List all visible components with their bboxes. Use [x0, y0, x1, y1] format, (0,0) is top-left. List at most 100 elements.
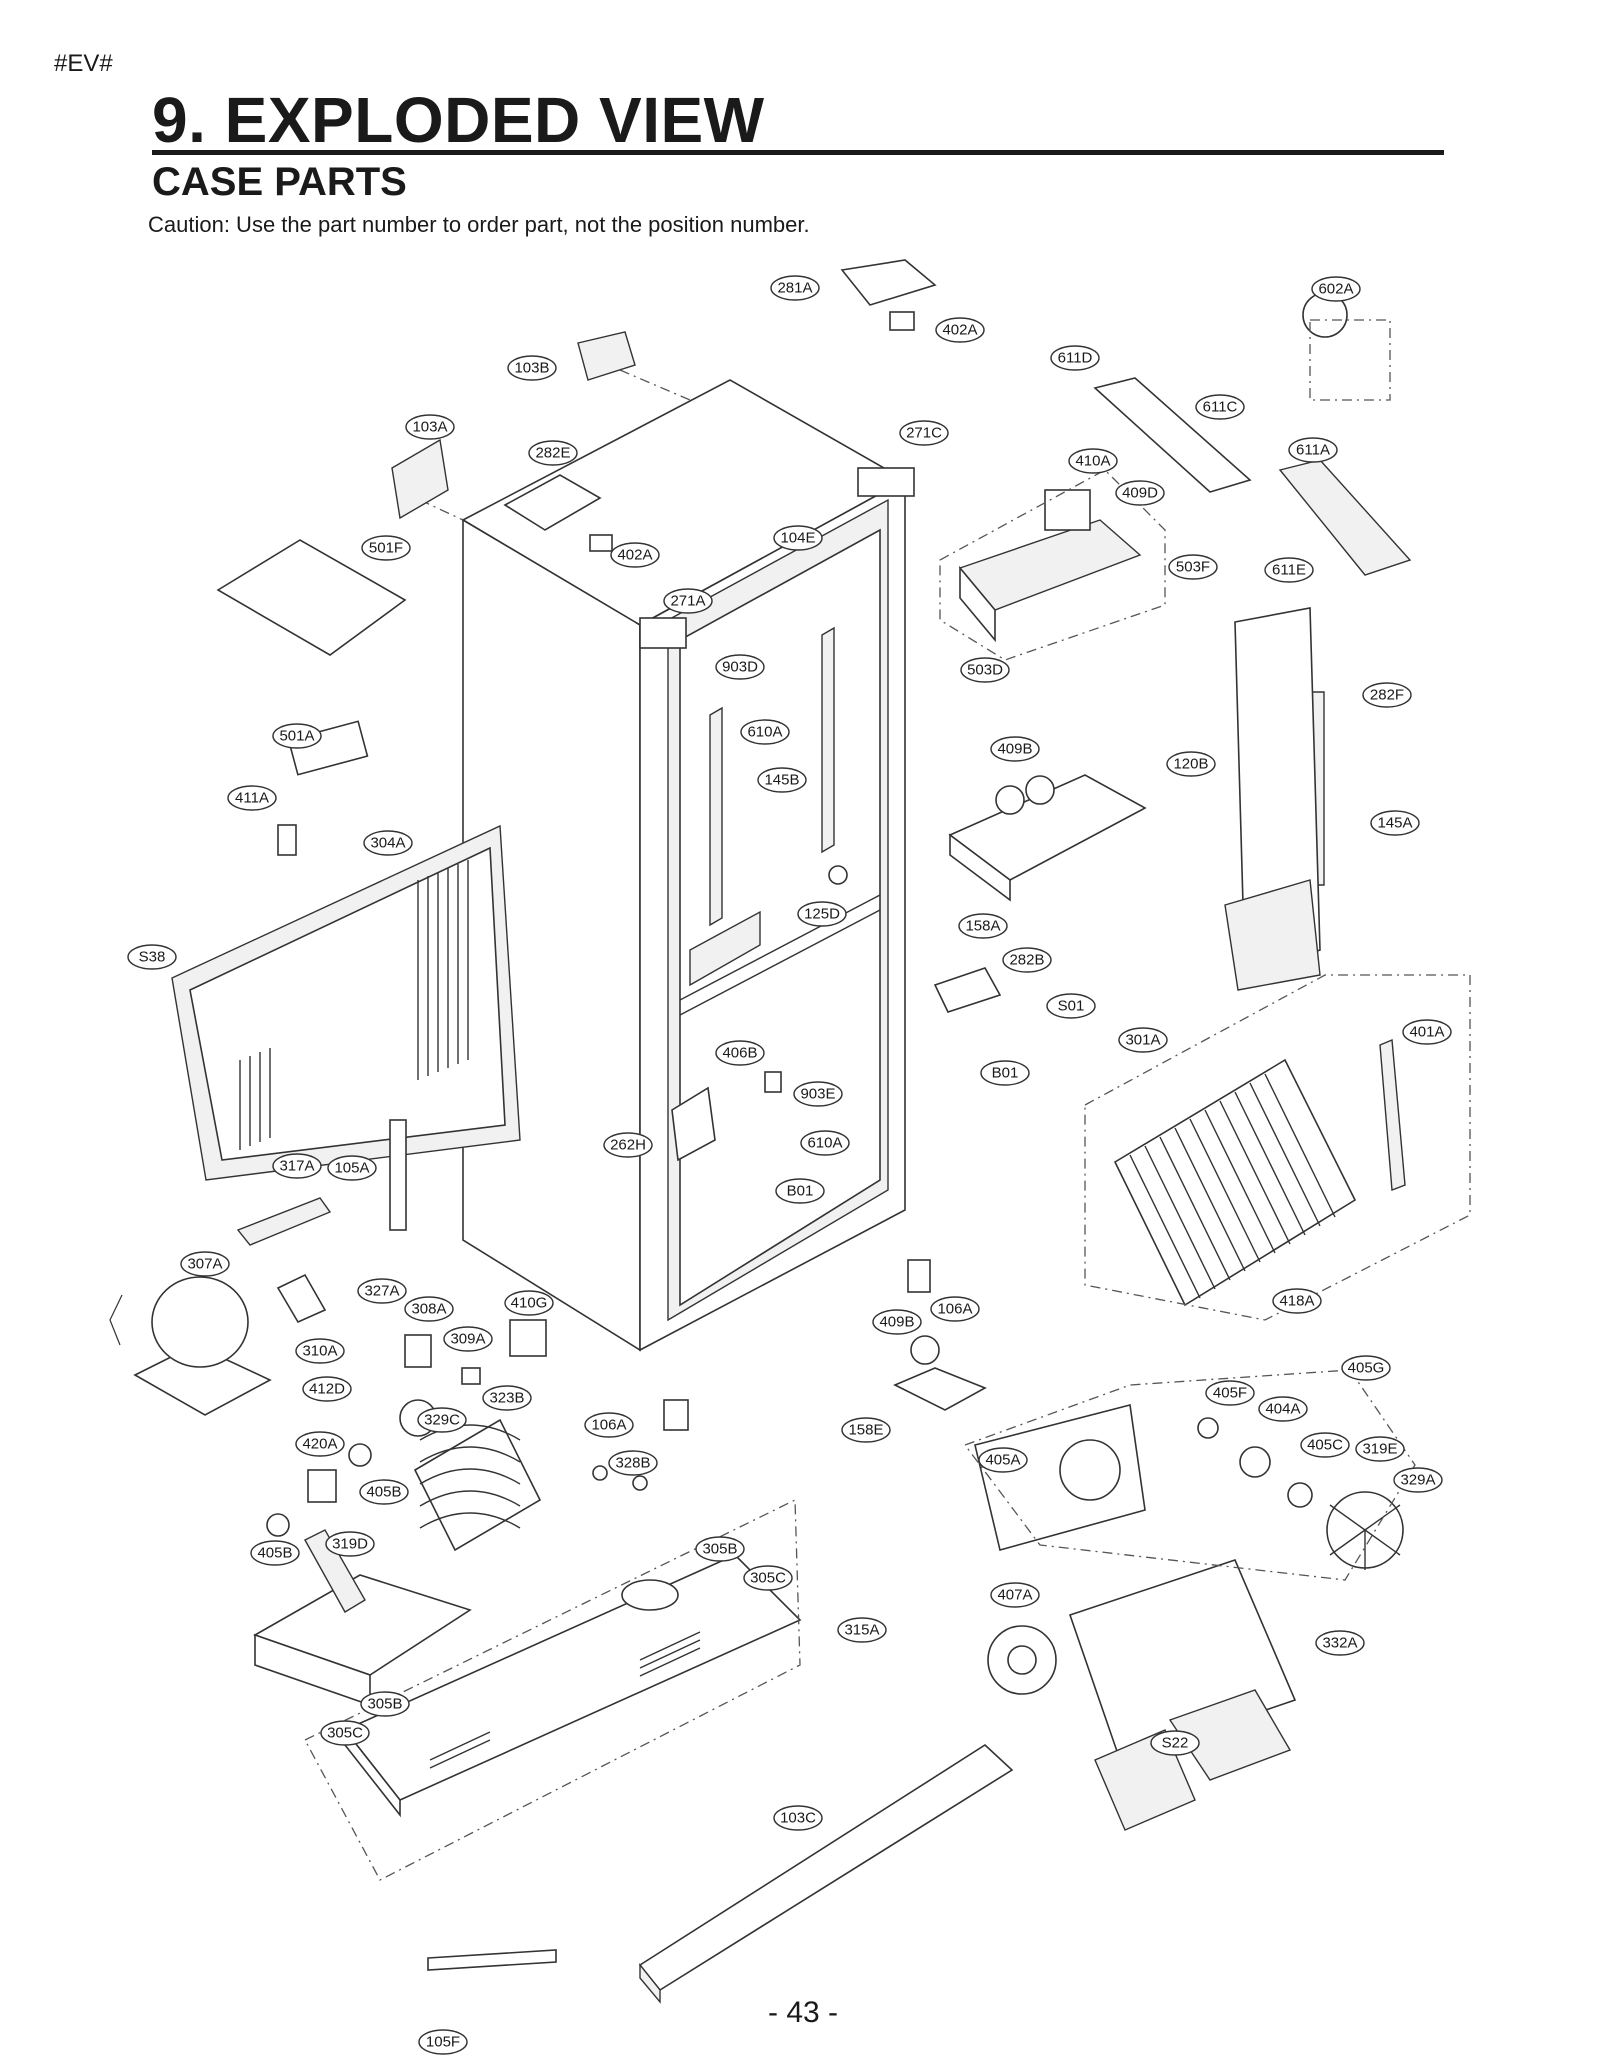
svg-text:407A: 407A — [997, 1587, 1032, 1604]
callout-b01-2: B01 — [775, 1178, 825, 1204]
svg-text:903E: 903E — [800, 1086, 835, 1103]
callout-106a-2: 106A — [584, 1412, 634, 1438]
callout-410a: 410A — [1068, 448, 1118, 474]
callout-329c: 329C — [417, 1407, 467, 1433]
svg-text:106A: 106A — [591, 1417, 626, 1434]
svg-text:308A: 308A — [411, 1301, 446, 1318]
svg-text:104E: 104E — [780, 530, 815, 547]
svg-text:158E: 158E — [848, 1422, 883, 1439]
svg-text:262H: 262H — [610, 1137, 646, 1154]
callout-410g: 410G — [504, 1290, 554, 1316]
callout-317a: 317A — [272, 1153, 322, 1179]
svg-text:307A: 307A — [187, 1256, 222, 1273]
callout-420a: 420A — [295, 1431, 345, 1457]
svg-text:332A: 332A — [1322, 1635, 1357, 1652]
svg-text:405B: 405B — [257, 1545, 292, 1562]
svg-text:145B: 145B — [764, 772, 799, 789]
svg-text:103A: 103A — [412, 419, 447, 436]
subassembly-outlines — [304, 319, 1471, 1881]
callout-315a: 315A — [837, 1617, 887, 1643]
callout-305b: 305B — [695, 1536, 745, 1562]
callout-409b-2: 409B — [872, 1309, 922, 1335]
svg-text:402A: 402A — [942, 322, 977, 339]
callout-309a: 309A — [443, 1326, 493, 1352]
callout-120b: 120B — [1166, 751, 1216, 777]
callout-501a: 501A — [272, 723, 322, 749]
callout-319e: 319E — [1355, 1436, 1405, 1462]
fan-motor — [1197, 1417, 1404, 1570]
callout-404a: 404A — [1258, 1396, 1308, 1422]
svg-text:105F: 105F — [426, 2034, 460, 2051]
callout-405b: 405B — [359, 1479, 409, 1505]
callout-145a: 145A — [1370, 810, 1420, 836]
leveling-legs — [663, 1259, 931, 1431]
callout-503d: 503D — [960, 657, 1010, 683]
svg-text:103B: 103B — [514, 360, 549, 377]
svg-text:328B: 328B — [615, 1455, 650, 1472]
svg-text:405G: 405G — [1348, 1360, 1385, 1377]
callout-158e: 158E — [841, 1417, 891, 1443]
kick-plate — [638, 1743, 1014, 2004]
svg-text:412D: 412D — [309, 1381, 345, 1398]
callout-271a: 271A — [663, 588, 713, 614]
callout-402a-2: 402A — [610, 542, 660, 568]
callout-327a: 327A — [357, 1278, 407, 1304]
svg-text:S22: S22 — [1162, 1735, 1189, 1752]
callout-301a: 301A — [1118, 1027, 1168, 1053]
svg-text:402A: 402A — [617, 547, 652, 564]
svg-text:B01: B01 — [787, 1183, 814, 1200]
callout-271c: 271C — [899, 420, 949, 446]
callout-611a: 611A — [1288, 437, 1338, 463]
callout-s22: S22 — [1150, 1730, 1200, 1756]
svg-text:418A: 418A — [1279, 1293, 1314, 1310]
svg-text:404A: 404A — [1265, 1401, 1300, 1418]
svg-text:410G: 410G — [511, 1295, 548, 1312]
callout-328b: 328B — [608, 1450, 658, 1476]
svg-text:106A: 106A — [937, 1301, 972, 1318]
hinge-covers — [391, 331, 636, 520]
callout-405a: 405A — [978, 1447, 1028, 1473]
caution-note: Caution: Use the part number to order pa… — [148, 212, 810, 237]
callout-145b: 145B — [757, 767, 807, 793]
base-plate — [343, 1554, 802, 1818]
callout-610a-2: 610A — [800, 1130, 850, 1156]
callout-307a: 307A — [180, 1251, 230, 1277]
svg-text:602A: 602A — [1318, 281, 1353, 298]
svg-text:305C: 305C — [327, 1725, 363, 1742]
callout-282b: 282B — [1002, 947, 1052, 973]
callout-412d: 412D — [302, 1376, 352, 1402]
inner-rails — [709, 626, 1325, 927]
svg-text:903D: 903D — [722, 659, 758, 676]
callout-b01: B01 — [980, 1060, 1030, 1086]
callout-903e: 903E — [793, 1081, 843, 1107]
ice-tray-housing — [958, 489, 1142, 643]
svg-text:S01: S01 — [1058, 998, 1085, 1015]
callout-103a: 103A — [405, 414, 455, 440]
svg-text:319D: 319D — [332, 1536, 368, 1553]
callout-305c: 305C — [743, 1565, 793, 1591]
svg-text:281A: 281A — [777, 280, 812, 297]
callout-304a: 304A — [363, 830, 413, 856]
svg-text:305B: 305B — [367, 1696, 402, 1713]
svg-text:305C: 305C — [750, 1570, 786, 1587]
svg-text:304A: 304A — [370, 835, 405, 852]
side-panel — [1224, 607, 1321, 991]
svg-text:305B: 305B — [702, 1541, 737, 1558]
callout-s38: S38 — [127, 944, 177, 970]
svg-text:301A: 301A — [1125, 1032, 1160, 1049]
callout-611e: 611E — [1264, 557, 1314, 583]
callout-308a: 308A — [404, 1296, 454, 1322]
callout-104e: 104E — [773, 525, 823, 551]
svg-text:501F: 501F — [369, 540, 403, 557]
callout-409b: 409B — [990, 736, 1040, 762]
svg-text:401A: 401A — [1409, 1024, 1444, 1041]
svg-text:420A: 420A — [302, 1436, 337, 1453]
page-title: 9. EXPLODED VIEW — [152, 84, 765, 156]
callout-501f: 501F — [361, 535, 411, 561]
callout-103b: 103B — [507, 355, 557, 381]
callout-405b-2: 405B — [250, 1540, 300, 1566]
callout-611c: 611C — [1195, 394, 1245, 420]
svg-text:611D: 611D — [1058, 350, 1093, 367]
svg-text:145A: 145A — [1377, 815, 1412, 832]
page-marker: #EV# — [54, 50, 113, 77]
